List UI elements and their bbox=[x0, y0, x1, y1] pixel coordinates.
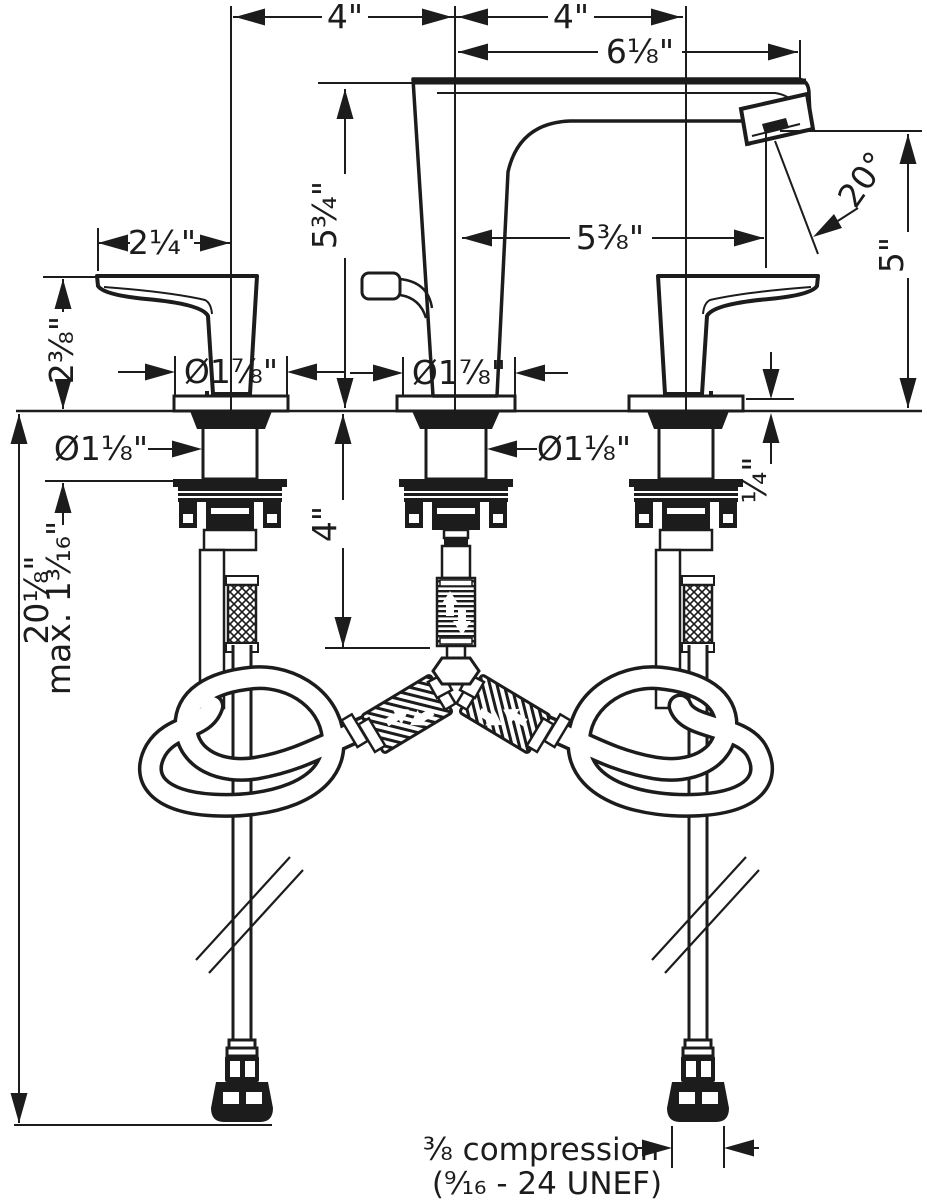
tee-connector bbox=[426, 656, 486, 700]
dim-escutcheon-dia-center-label: Ø1⅞" bbox=[412, 353, 506, 392]
center-valve-assembly bbox=[435, 528, 477, 660]
open-arrow-icon bbox=[441, 591, 459, 616]
dim-max-deck-thickness-label: max. 1³⁄₁₆" bbox=[39, 521, 78, 695]
break-marks bbox=[195, 856, 760, 974]
dim-spacing-left-label: 4" bbox=[327, 0, 363, 36]
right-hose bbox=[475, 665, 774, 818]
left-mounting-flange bbox=[172, 478, 288, 531]
lock-arrow-icon bbox=[503, 708, 528, 727]
dim-spacing-right-label: 4" bbox=[553, 0, 589, 36]
dim-shank-dia-left-label: Ø1⅛" bbox=[54, 429, 148, 468]
right-handle bbox=[656, 274, 820, 396]
right-mounting-flange bbox=[628, 478, 744, 531]
dim-spray-angle-label: 20° bbox=[830, 144, 896, 214]
left-hose bbox=[138, 665, 437, 818]
dim-overall-height-label: 20⅛" bbox=[17, 555, 56, 644]
check-valve bbox=[435, 576, 477, 648]
dim-escutcheon-dia-left-label: Ø1⅞" bbox=[184, 352, 278, 391]
dim-spout-overall-label: 6⅛" bbox=[606, 32, 674, 71]
left-compression-connector bbox=[209, 1038, 275, 1124]
dim-shank-dia-center-label: Ø1⅛" bbox=[537, 429, 631, 468]
dim-spout-height-label: 5¾" bbox=[305, 181, 344, 249]
dimension-annotations: 4" 4" 6⅛" 5¾" 5⅜" 20° 5" 2¼" 2⅜" Ø1⅞" Ø1… bbox=[10, 0, 922, 1200]
lock-arrow-icon bbox=[384, 708, 409, 727]
dim-escutcheon-thickness-label: ¼" bbox=[735, 456, 774, 503]
center-mounting-flange bbox=[398, 478, 514, 531]
dimension-arrows bbox=[10, 8, 917, 1157]
dim-spout-reach-label: 5⅜" bbox=[576, 218, 644, 257]
dim-shank-length-label: 4" bbox=[305, 506, 344, 542]
connection-note-line1: ⅜ compression bbox=[423, 1132, 659, 1168]
open-arrow-icon bbox=[477, 708, 502, 726]
open-arrow-icon bbox=[410, 708, 435, 726]
dim-handle-length-label: 2¼" bbox=[128, 223, 196, 262]
dim-outlet-height-label: 5" bbox=[872, 237, 911, 273]
connection-note-line2: (⁹⁄₁₆ - 24 UNEF) bbox=[432, 1166, 662, 1200]
side-outlet bbox=[360, 271, 402, 301]
dim-handle-height-label: 2⅜" bbox=[42, 316, 81, 384]
lock-arrow-icon bbox=[453, 610, 471, 635]
right-compression-connector bbox=[665, 1038, 731, 1124]
left-handle bbox=[95, 274, 259, 396]
